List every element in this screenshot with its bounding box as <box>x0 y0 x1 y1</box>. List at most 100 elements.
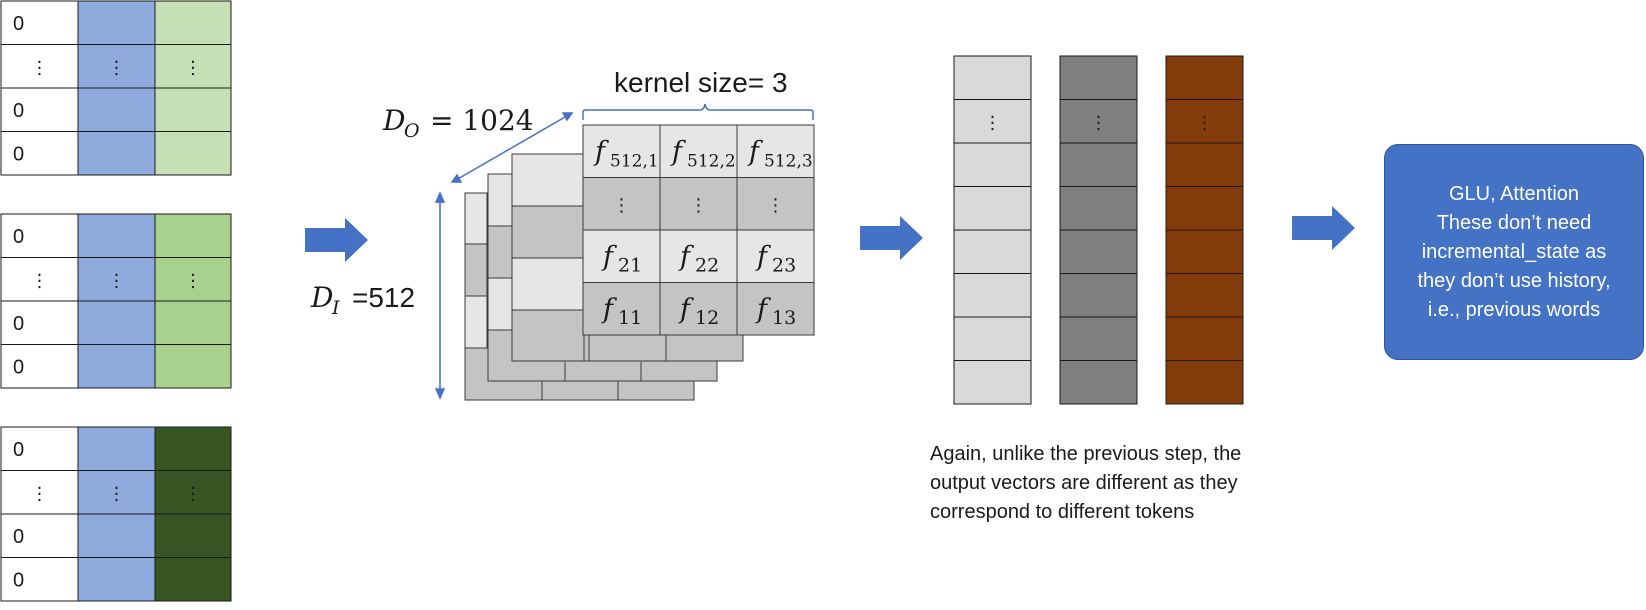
filter-subscript: 11 <box>618 307 642 329</box>
di-var: D <box>310 281 333 314</box>
vector-cell <box>1165 360 1244 405</box>
di-value: =512 <box>352 282 415 313</box>
di-sub: I <box>331 297 340 319</box>
table-cell <box>0 131 79 176</box>
kernel-cell <box>736 282 815 336</box>
table-cell <box>77 426 156 471</box>
zero-cell-text: 0 <box>13 569 24 591</box>
ellipsis-text: ⋮ <box>184 57 202 78</box>
glu-box-line: GLU, Attention <box>1448 182 1580 205</box>
vector-cell <box>953 360 1032 405</box>
ellipsis-text: ⋮ <box>31 483 49 504</box>
ellipsis-text: ⋮ <box>31 57 49 78</box>
kernel-cell <box>582 177 661 231</box>
depth-in-arrow <box>434 191 446 400</box>
ellipsis-text: ⋮ <box>690 195 708 216</box>
glu-box-line: These don’t need <box>1436 211 1592 234</box>
note-line: Again, unlike the previous step, the <box>930 443 1242 465</box>
table-cell <box>77 87 156 132</box>
input-table: 0 ⋮ ⋮ ⋮ 0 0 <box>0 0 232 176</box>
vector-cell <box>953 186 1032 231</box>
vector-cell <box>1059 142 1138 187</box>
input-table: 0⋮⋮⋮00 <box>0 213 232 389</box>
right-arrow-icon <box>1292 206 1355 250</box>
table-cell <box>154 87 232 132</box>
kernel-cell <box>659 177 738 231</box>
filter-subscript: 13 <box>772 307 796 329</box>
table-cell <box>77 257 156 302</box>
filter-subscript: 21 <box>618 254 642 276</box>
vector-cell <box>1059 55 1138 100</box>
filter-subscript: 512,1 <box>610 151 659 171</box>
vector-cell <box>1165 186 1244 231</box>
table-cell <box>0 213 79 258</box>
table-cell <box>0 470 79 515</box>
input-tables: 0⋮⋮⋮000⋮⋮⋮000⋮⋮⋮00 <box>0 0 232 602</box>
output-vector: ⋮ <box>1165 55 1244 405</box>
vector-cell <box>953 55 1032 100</box>
vector-cell <box>1165 273 1244 318</box>
output-vector: ⋮ <box>953 55 1032 405</box>
vector-cell <box>1165 229 1244 274</box>
table-cell <box>154 300 232 345</box>
depth-out-arrow <box>450 112 574 183</box>
ellipsis-text: ⋮ <box>108 270 126 291</box>
table-cell <box>0 557 79 602</box>
vector-cell <box>1165 316 1244 361</box>
kernel-cell <box>736 229 815 283</box>
filter-subscript: 12 <box>695 307 719 329</box>
vector-cell <box>953 99 1032 144</box>
zero-cell-text: 0 <box>13 13 24 35</box>
kernel-size-label: kernel size= 3 <box>614 67 788 98</box>
output-note: Again, unlike the previous step, the out… <box>930 440 1290 527</box>
table-cell <box>0 257 79 302</box>
output-vector: ⋮ <box>1059 55 1138 405</box>
table-cell <box>154 213 232 258</box>
vector-cell <box>1059 360 1138 405</box>
vector-cell <box>1059 229 1138 274</box>
note-line: output vectors are different as they <box>930 472 1238 494</box>
vector-cell <box>953 142 1032 187</box>
vector-cell <box>1165 55 1244 100</box>
glu-box-line: they don’t use history, <box>1417 269 1611 292</box>
table-cell <box>77 0 156 45</box>
zero-cell-text: 0 <box>13 143 24 165</box>
ellipsis-text: ⋮ <box>31 270 49 291</box>
zero-cell-text: 0 <box>13 526 24 548</box>
do-var: D <box>382 104 405 137</box>
ellipsis-text: ⋮ <box>767 195 785 216</box>
table-cell <box>0 344 79 389</box>
vector-cell <box>1059 273 1138 318</box>
vector-cell <box>1165 142 1244 187</box>
table-cell <box>154 344 232 389</box>
vector-cell <box>953 229 1032 274</box>
ellipsis-text: ⋮ <box>1196 112 1214 133</box>
vector-cell <box>953 273 1032 318</box>
kernel-cell <box>736 124 815 178</box>
table-cell <box>77 513 156 558</box>
filter-subscript: 512,2 <box>687 151 736 171</box>
vector-cell <box>1059 186 1138 231</box>
ellipsis-text: ⋮ <box>108 57 126 78</box>
output-vectors: ⋮⋮⋮ <box>953 55 1244 405</box>
do-sub: O <box>404 120 420 142</box>
table-cell <box>154 513 232 558</box>
zero-cell-text: 0 <box>13 100 24 122</box>
zero-cell-text: 0 <box>13 226 24 248</box>
vector-cell <box>1059 316 1138 361</box>
vector-cell <box>953 316 1032 361</box>
filter-subscript: 22 <box>695 254 719 276</box>
kernel-size-brace <box>582 103 814 120</box>
right-arrow-icon <box>860 216 923 260</box>
depth-out-label: D O = 1024 <box>382 104 534 142</box>
table-cell <box>77 344 156 389</box>
depth-in-label: D I =512 <box>310 281 415 319</box>
zero-cell-text: 0 <box>13 313 24 335</box>
table-cell <box>77 557 156 602</box>
table-cell <box>154 426 232 471</box>
kernel-cell <box>659 124 738 178</box>
kernel-cell <box>582 124 661 178</box>
table-cell <box>77 213 156 258</box>
ellipsis-text: ⋮ <box>613 195 631 216</box>
